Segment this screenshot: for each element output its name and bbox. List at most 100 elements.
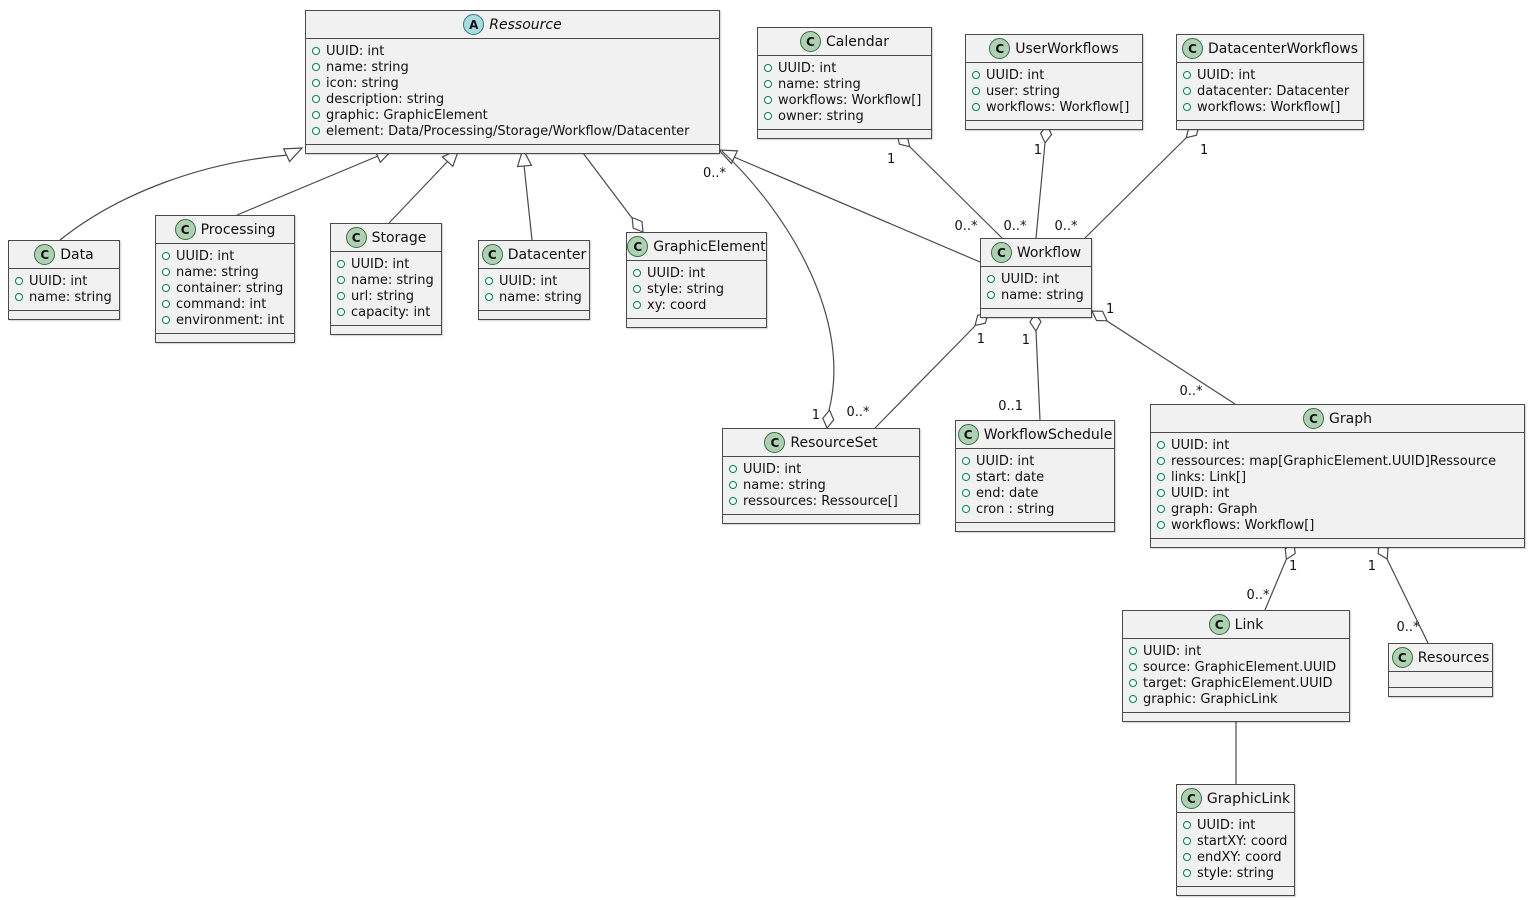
class-attribute: name: string (729, 477, 913, 493)
field-visibility-icon (162, 300, 170, 308)
class-header: C Calendar (758, 28, 931, 56)
attribute-text: name: string (29, 289, 112, 305)
class-header: C GraphicLink (1177, 785, 1294, 813)
multiplicity-label: 0..* (1054, 219, 1078, 234)
class-attribute: container: string (162, 280, 288, 296)
class-name: GraphicElement (653, 238, 766, 255)
class-methods-empty (9, 311, 119, 319)
attribute-text: container: string (176, 280, 284, 296)
class-attribute: environment: int (162, 312, 288, 328)
class-attribute: graph: Graph (1157, 501, 1518, 517)
attribute-text: workflows: Workflow[] (1197, 99, 1341, 115)
class-methods-empty (156, 334, 294, 342)
attribute-text: workflows: Workflow[] (1171, 517, 1315, 533)
relation-datacenterworkflows-workflow-aggregation: 1 0..* (1054, 124, 1208, 239)
attribute-text: target: GraphicElement.UUID (1143, 675, 1333, 691)
class-methods-empty (331, 326, 441, 334)
class-name: Workflow (1016, 244, 1082, 261)
class-attribute: name: string (485, 289, 583, 305)
attribute-text: graph: Graph (1171, 501, 1258, 517)
attribute-text: startXY: coord (1197, 833, 1288, 849)
class-attribute: UUID: int (729, 461, 913, 477)
class-attribute: UUID: int (1129, 643, 1343, 659)
multiplicity-label: 0..* (954, 219, 978, 234)
attribute-text: environment: int (176, 312, 285, 328)
field-visibility-icon (764, 96, 772, 104)
class-attribute: name: string (987, 287, 1085, 303)
field-visibility-icon (729, 465, 737, 473)
attribute-text: datacenter: Datacenter (1197, 83, 1350, 99)
multiplicity-label: 0..* (846, 405, 870, 420)
field-visibility-icon (1157, 441, 1165, 449)
attribute-text: UUID: int (1171, 437, 1230, 453)
field-visibility-icon (162, 316, 170, 324)
class-methods-empty (1123, 713, 1349, 721)
relation-resourceset-ressource-aggregation: 0..* 1 (703, 150, 835, 430)
attribute-text: workflows: Workflow[] (986, 99, 1130, 115)
relation-storage-generalizes-ressource (388, 147, 461, 224)
class-resources: C Resources (1388, 643, 1493, 697)
class-attributes (1389, 672, 1492, 688)
class-name: Resources (1417, 649, 1490, 666)
field-visibility-icon (15, 277, 23, 285)
class-header: C GraphicElement (627, 233, 766, 261)
field-visibility-icon (962, 489, 970, 497)
class-name: ResourceSet (790, 434, 878, 451)
class-icon: C (764, 432, 786, 453)
class-name: Ressource (489, 16, 562, 33)
field-visibility-icon (312, 63, 320, 71)
attribute-text: name: string (1001, 287, 1084, 303)
attribute-text: capacity: int (351, 304, 431, 320)
field-visibility-icon (312, 47, 320, 55)
field-visibility-icon (972, 71, 980, 79)
generalization-triangle-icon (516, 147, 533, 168)
field-visibility-icon (162, 252, 170, 260)
class-icon: C (1181, 38, 1203, 59)
class-header: C Processing (156, 216, 294, 244)
class-methods-empty (966, 121, 1142, 129)
class-attribute: owner: string (764, 108, 925, 124)
attribute-text: endXY: coord (1197, 849, 1282, 865)
attribute-text: UUID: int (1197, 67, 1256, 83)
field-visibility-icon (1157, 473, 1165, 481)
class-attribute: description: string (312, 91, 713, 107)
relation-workflow-resourceset-aggregation: 1 0..* (846, 312, 989, 429)
field-visibility-icon (1183, 821, 1191, 829)
class-attribute: cron : string (962, 501, 1108, 517)
attribute-text: UUID: int (499, 273, 558, 289)
attribute-text: command: int (176, 296, 267, 312)
attribute-text: UUID: int (29, 273, 88, 289)
attribute-text: UUID: int (1197, 817, 1256, 833)
generalization-triangle-icon (282, 147, 304, 163)
class-attribute: command: int (162, 296, 288, 312)
attribute-text: links: Link[] (1171, 469, 1247, 485)
field-visibility-icon (312, 79, 320, 87)
multiplicity-label: 1 (1200, 143, 1208, 158)
class-attribute: start: date (962, 469, 1108, 485)
class-name: DatacenterWorkflows (1207, 40, 1359, 57)
class-header: C Link (1123, 611, 1349, 639)
class-attribute: UUID: int (485, 273, 583, 289)
class-name: GraphicLink (1206, 790, 1291, 807)
class-methods-empty (758, 130, 931, 138)
class-attribute: ressources: map[GraphicElement.UUID]Ress… (1157, 453, 1518, 469)
class-header: C Data (9, 241, 119, 269)
class-attribute: workflows: Workflow[] (972, 99, 1136, 115)
field-visibility-icon (764, 64, 772, 72)
abstract-class-icon: A (463, 14, 485, 35)
attribute-text: UUID: int (351, 256, 410, 272)
class-header: C Graph (1151, 405, 1524, 433)
attribute-text: UUID: int (1143, 643, 1202, 659)
